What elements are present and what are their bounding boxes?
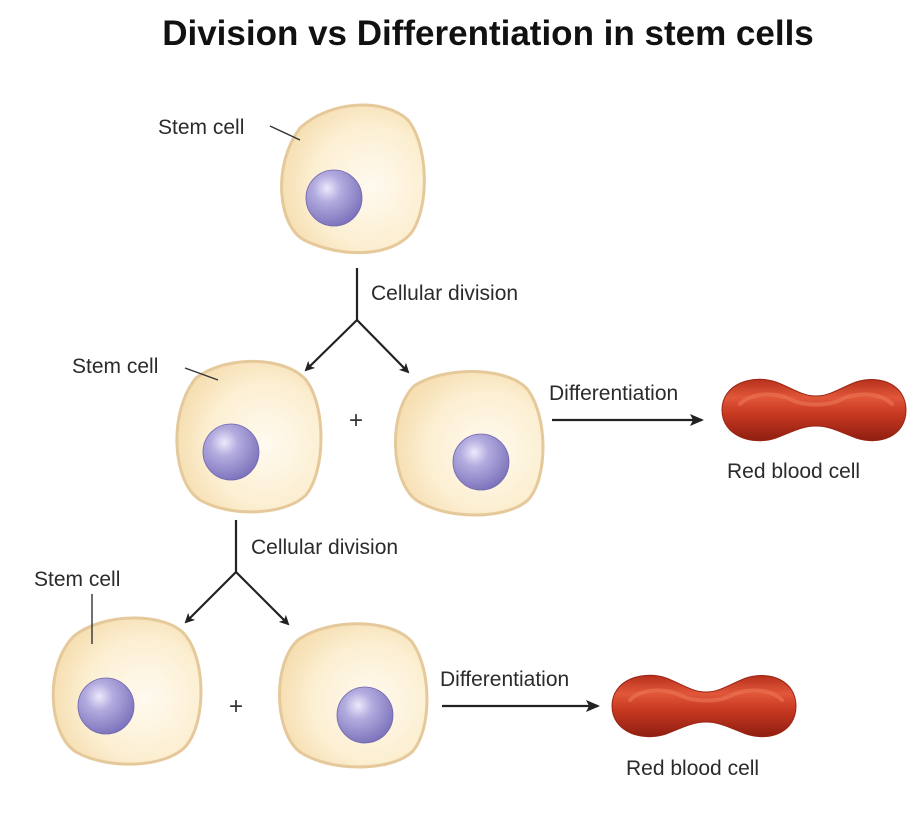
nucleus [336,686,394,744]
daughter-cell-bottom [278,622,429,769]
label-stem-cell-top: Stem cell [158,116,244,139]
label-differentiation-1: Differentiation [549,382,678,405]
label-cellular-division-1: Cellular division [371,282,518,305]
red-blood-cell-2 [611,674,797,738]
nucleus [305,169,363,227]
daughter-cell-middle [394,370,545,517]
leader-line-top [269,125,301,141]
label-red-blood-cell-1: Red blood cell [727,460,860,483]
plus-sign-1: + [349,407,363,434]
stem-cell-bottom [51,616,203,766]
label-stem-cell-middle: Stem cell [72,355,158,378]
label-stem-cell-bottom: Stem cell [34,568,120,591]
label-differentiation-2: Differentiation [440,668,569,691]
nucleus [77,677,135,735]
label-red-blood-cell-2: Red blood cell [626,757,759,780]
stem-cell-middle [175,359,323,514]
division-arrow-2 [184,520,290,626]
red-blood-cell-1 [721,378,907,442]
plus-sign-2: + [229,693,243,720]
page-title: Division vs Differentiation in stem cell… [162,14,814,53]
nucleus [452,433,510,491]
division-arrow-1 [304,268,410,374]
stem-cell-top [280,103,426,255]
nucleus [202,423,260,481]
leader-line-middle [184,367,219,381]
label-cellular-division-2: Cellular division [251,536,398,559]
